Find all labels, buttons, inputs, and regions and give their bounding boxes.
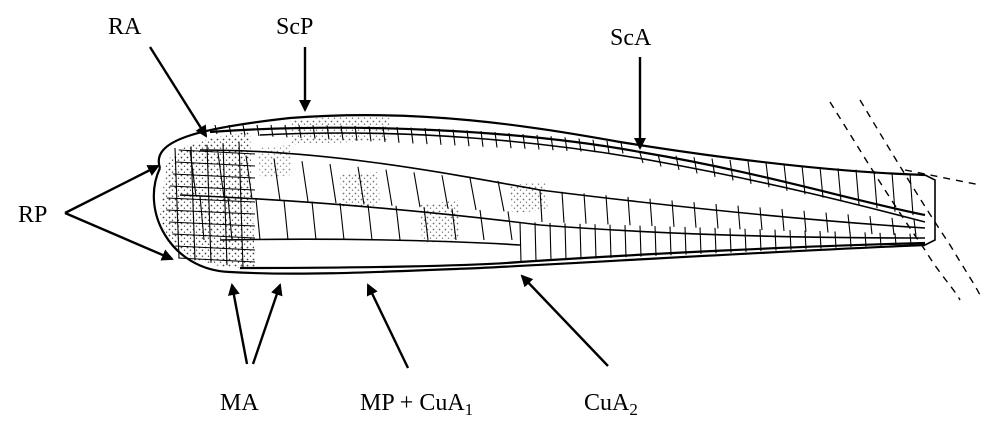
label-mp-cua1-main: MP + CuA [360,390,465,416]
annotation-arrows [65,47,640,368]
cross-vein [550,223,551,261]
arrow-ra [150,47,206,136]
cross-vein [700,227,701,254]
cross-vein [782,209,784,231]
cross-vein [715,228,716,253]
cross-vein [694,202,696,228]
arrow-ma-right [253,285,280,364]
cross-vein [685,227,686,255]
label-cua2: CuA2 [584,390,638,419]
arrow-cua2 [522,276,608,366]
body-outline [830,100,980,300]
cross-vein [584,193,586,223]
label-mp-cua1: MP + CuA1 [360,390,473,419]
cross-vein [712,159,715,177]
arrow-rp-upper [65,166,158,213]
cross-vein [508,211,512,240]
arrow-ma-left [232,285,247,364]
labels: RA ScP ScA RP MA MP + CuA1 CuA2 [18,14,652,419]
label-scp: ScP [276,14,313,40]
cross-vein [606,195,608,224]
arrow-rp-lower [65,213,172,259]
cross-vein [760,207,762,230]
cross-vein [565,223,566,260]
cross-vein [414,172,420,207]
label-rp: RP [18,202,47,228]
cross-vein [565,137,567,151]
cross-vein [670,227,671,256]
cross-vein [368,204,372,240]
cross-vein [257,125,259,136]
cross-vein [386,170,392,206]
cross-vein [802,166,805,195]
cross-vein [302,161,308,201]
cross-vein [256,199,260,240]
cross-vein [716,204,718,229]
cross-vein [694,157,697,173]
label-mp-cua1-sub: 1 [465,400,474,419]
cross-vein [820,167,823,198]
label-ma: MA [220,390,259,416]
label-ra: RA [108,14,142,40]
cross-vein [870,216,872,234]
cross-vein [640,226,641,257]
cross-vein [848,214,850,233]
cross-vein [470,178,476,210]
cross-vein [312,202,316,240]
arrow-mp-cua1 [368,285,408,368]
cross-vein [284,200,288,240]
cross-vein [804,211,806,232]
label-cua2-main: CuA [584,390,630,416]
cross-vein [738,206,740,230]
cross-vein [396,206,400,240]
label-sca: ScA [610,25,652,51]
cross-vein [498,181,504,212]
cross-vein [910,174,913,215]
cross-vein [580,224,581,259]
cross-vein [480,210,484,240]
cross-vein [535,222,536,261]
label-cua2-sub: 2 [629,400,638,419]
cross-vein [330,164,336,203]
cross-vein [562,192,564,223]
cross-vein [520,222,521,262]
cross-vein [672,200,674,226]
cross-vein [285,125,287,137]
cross-vein [340,203,344,240]
cross-vein [826,213,828,233]
cross-vein [655,226,656,256]
